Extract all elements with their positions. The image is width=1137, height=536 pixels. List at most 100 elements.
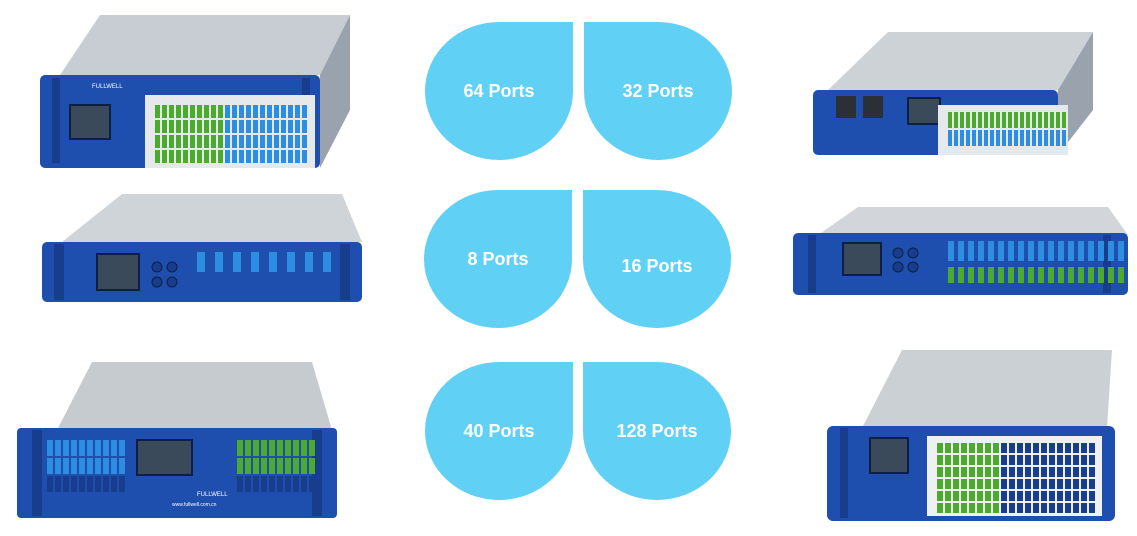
fiber-port xyxy=(945,479,951,489)
fiber-port xyxy=(288,135,293,148)
fiber-port xyxy=(1056,112,1060,128)
fiber-port xyxy=(1049,503,1055,513)
fiber-port xyxy=(253,440,259,456)
fiber-port xyxy=(988,241,994,261)
fiber-port xyxy=(953,455,959,465)
fiber-port xyxy=(1089,491,1095,501)
device-128-port-edfa xyxy=(827,350,1115,521)
fiber-port xyxy=(1073,479,1079,489)
fiber-port xyxy=(162,135,167,148)
fiber-port xyxy=(302,105,307,118)
fiber-port xyxy=(293,458,299,474)
fiber-port xyxy=(253,458,259,474)
fiber-port xyxy=(1008,241,1014,261)
fiber-port xyxy=(218,135,223,148)
fiber-port xyxy=(285,476,291,492)
fiber-port xyxy=(225,120,230,133)
fiber-port xyxy=(977,467,983,477)
fiber-port xyxy=(1049,467,1055,477)
fiber-port xyxy=(1009,503,1015,513)
fiber-port xyxy=(267,135,272,148)
fiber-port xyxy=(1050,112,1054,128)
fiber-port xyxy=(1065,503,1071,513)
fiber-port xyxy=(1014,112,1018,128)
fiber-port xyxy=(972,130,976,146)
fiber-port xyxy=(218,105,223,118)
fiber-port xyxy=(176,105,181,118)
fiber-port xyxy=(119,458,125,474)
fiber-port xyxy=(155,135,160,148)
fiber-port xyxy=(948,267,954,283)
fiber-port xyxy=(958,267,964,283)
fiber-port xyxy=(211,150,216,163)
fiber-port xyxy=(1108,241,1114,261)
fiber-port xyxy=(176,135,181,148)
fiber-port xyxy=(288,150,293,163)
fiber-port xyxy=(1048,267,1054,283)
fiber-port xyxy=(281,150,286,163)
fiber-port xyxy=(1081,467,1087,477)
fiber-port xyxy=(267,105,272,118)
fiber-port xyxy=(197,120,202,133)
fiber-port xyxy=(1033,491,1039,501)
fiber-port xyxy=(1057,479,1063,489)
fiber-port xyxy=(968,241,974,261)
device-32-port-edfa xyxy=(813,32,1093,155)
fiber-port xyxy=(1017,455,1023,465)
fiber-port xyxy=(260,135,265,148)
fiber-port xyxy=(968,267,974,283)
fiber-port xyxy=(993,503,999,513)
fiber-port xyxy=(985,479,991,489)
fiber-port xyxy=(267,120,272,133)
fiber-port xyxy=(954,130,958,146)
fiber-port xyxy=(1118,267,1124,283)
fiber-port xyxy=(1032,112,1036,128)
fiber-port xyxy=(261,476,267,492)
fiber-port xyxy=(1062,112,1066,128)
fiber-port xyxy=(1008,130,1012,146)
fiber-port xyxy=(295,150,300,163)
fiber-port xyxy=(948,112,952,128)
fiber-port xyxy=(162,150,167,163)
fiber-port xyxy=(1048,241,1054,261)
fiber-port xyxy=(1088,241,1094,261)
fiber-port xyxy=(998,267,1004,283)
fiber-port xyxy=(277,458,283,474)
fiber-port xyxy=(55,476,61,492)
fiber-port xyxy=(961,467,967,477)
fiber-port xyxy=(972,112,976,128)
fiber-port xyxy=(1056,130,1060,146)
fiber-port xyxy=(287,252,295,272)
fiber-port xyxy=(190,120,195,133)
fiber-port xyxy=(190,150,195,163)
fiber-port xyxy=(1001,479,1007,489)
fiber-port xyxy=(993,491,999,501)
fiber-port xyxy=(1001,455,1007,465)
fiber-port xyxy=(204,135,209,148)
fiber-port xyxy=(1009,479,1015,489)
fiber-port xyxy=(1041,491,1047,501)
fiber-port xyxy=(267,150,272,163)
fiber-port xyxy=(55,440,61,456)
fiber-port xyxy=(945,503,951,513)
port-count-label: 128 Ports xyxy=(616,420,698,441)
fiber-port xyxy=(969,491,975,501)
fiber-port xyxy=(246,150,251,163)
fiber-port xyxy=(1058,241,1064,261)
fiber-port xyxy=(969,443,975,453)
fiber-port xyxy=(1044,130,1048,146)
fiber-port xyxy=(169,135,174,148)
fiber-port xyxy=(953,491,959,501)
fiber-port xyxy=(211,135,216,148)
fiber-port xyxy=(95,458,101,474)
fiber-port xyxy=(1073,455,1079,465)
brand-logo-text: FULLWELL xyxy=(92,84,123,90)
fiber-port xyxy=(977,443,983,453)
fiber-port xyxy=(1009,467,1015,477)
fiber-port xyxy=(1057,503,1063,513)
fiber-port xyxy=(977,479,983,489)
fiber-port xyxy=(1038,267,1044,283)
fiber-port xyxy=(993,455,999,465)
fiber-port xyxy=(246,120,251,133)
fiber-port xyxy=(937,503,943,513)
